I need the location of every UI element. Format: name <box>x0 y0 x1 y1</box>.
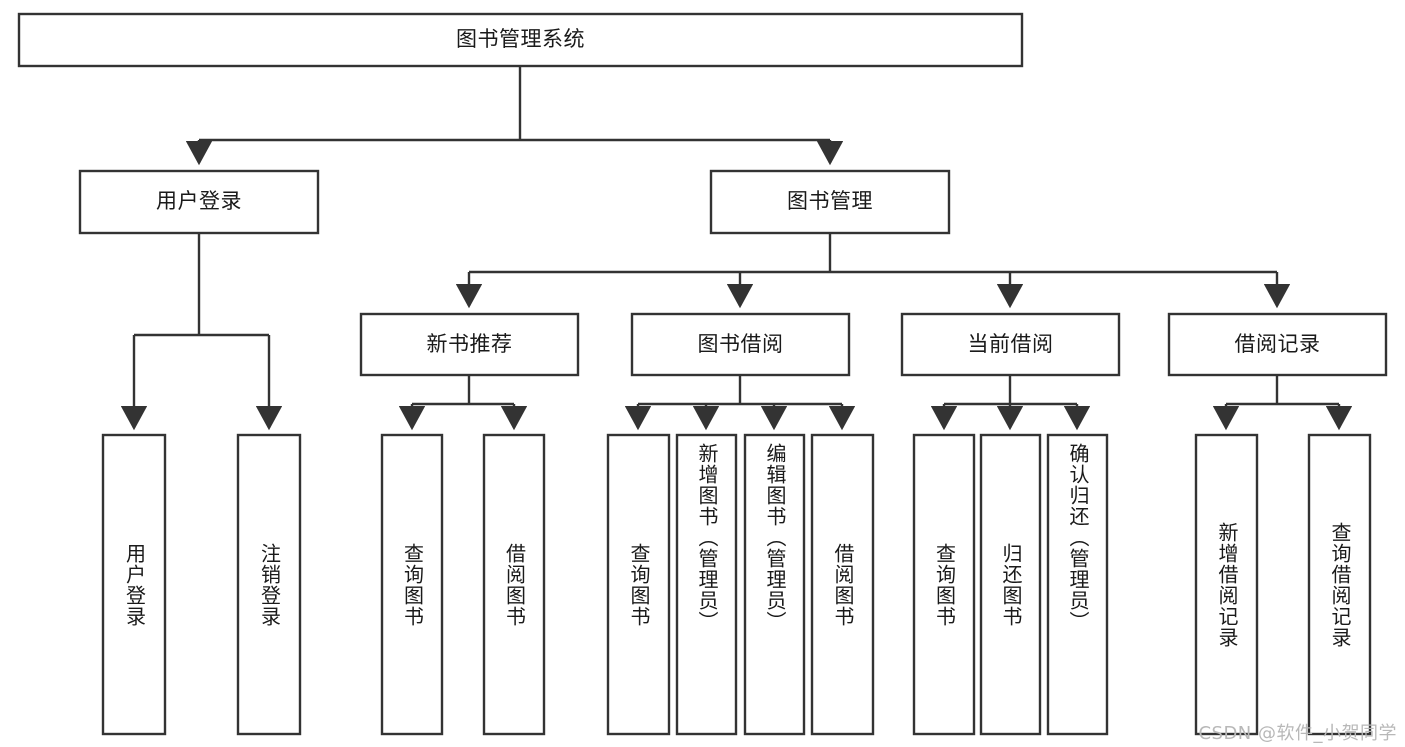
leaf-box-book-borrow-3[interactable] <box>810 433 875 736</box>
leaf-box-borrow-record-0[interactable] <box>1194 433 1259 736</box>
connector-borrow-record-bus <box>1226 375 1339 406</box>
leaf-box-user-login-1[interactable] <box>236 433 302 736</box>
leaf-box-new-book-0[interactable] <box>380 433 444 736</box>
connector-user-login-bus <box>134 233 269 337</box>
watermark-text: CSDN @软件_小贺同学 <box>1198 723 1397 744</box>
leaf-box-user-login-0[interactable] <box>101 433 167 736</box>
connector-new-book-bus <box>412 375 514 406</box>
leaf-box-current-borrow-1[interactable] <box>979 433 1042 736</box>
node-current-borrow[interactable] <box>900 312 1121 377</box>
connector-book-mgmt-bus <box>469 233 1277 274</box>
leaf-box-borrow-record-1[interactable] <box>1307 433 1372 736</box>
connector-root-bus <box>199 66 830 142</box>
node-book-borrow[interactable] <box>630 312 851 377</box>
leaf-box-new-book-1[interactable] <box>482 433 546 736</box>
node-borrow-record[interactable] <box>1167 312 1388 377</box>
leaf-box-book-borrow-2[interactable] <box>743 433 806 736</box>
node-user-login[interactable] <box>78 169 320 235</box>
leaf-box-current-borrow-2[interactable] <box>1046 433 1109 736</box>
connector-book-borrow-bus <box>638 375 842 406</box>
node-root[interactable] <box>17 12 1024 68</box>
node-new-book-recommend[interactable] <box>359 312 580 377</box>
leaf-box-book-borrow-0[interactable] <box>606 433 671 736</box>
leaf-box-current-borrow-0[interactable] <box>912 433 976 736</box>
connector-current-borrow-bus <box>944 375 1077 406</box>
leaf-box-book-borrow-1[interactable] <box>675 433 738 736</box>
node-book-management[interactable] <box>709 169 951 235</box>
